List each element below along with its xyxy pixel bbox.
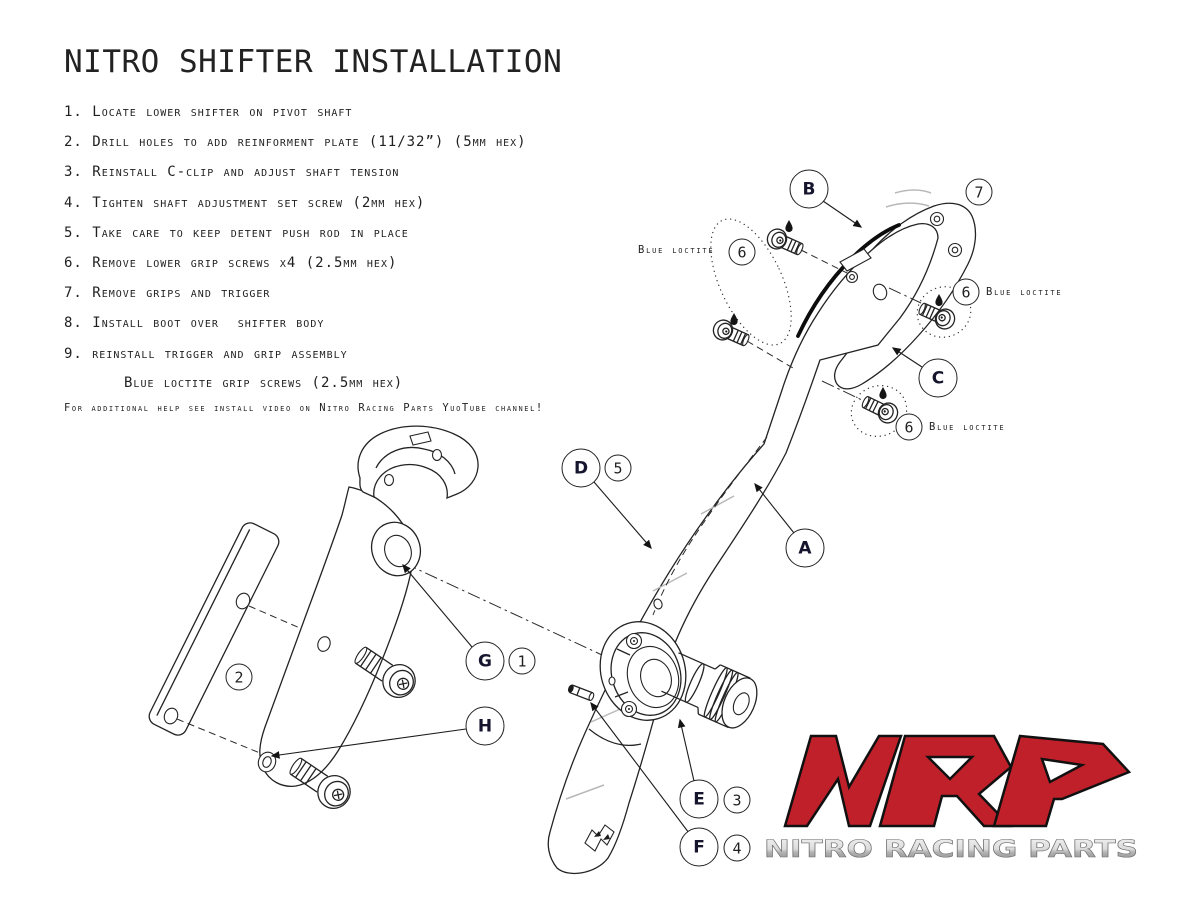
pivot-shaft-knob	[661, 652, 758, 729]
screw-centerlines	[821, 287, 922, 402]
logo-letter-n	[783, 734, 903, 828]
instruction-step: 4. Tighten shaft adjustment set screw (2…	[64, 194, 426, 211]
instruction-step: 2. Drill holes to add reinforment plate …	[64, 134, 527, 151]
instruction-step: 7. Remove grips and trigger	[64, 285, 271, 302]
logo-letter-r	[878, 734, 1013, 828]
callout-g: G	[465, 641, 505, 681]
callout-b: B	[789, 169, 829, 209]
nrp-logo: NITRO RACING PARTS	[764, 734, 1138, 863]
item-number-4: 4	[723, 834, 751, 862]
loctite-label: Blue loctite	[638, 244, 715, 256]
item-number-2: 2	[225, 663, 253, 691]
callout-e: E	[679, 779, 719, 819]
instruction-step: 8. Install boot over shifter body	[64, 315, 325, 332]
loctite-screw-group-outline	[710, 218, 792, 346]
instruction-step: 6. Remove lower grip screws x4 (2.5mm he…	[64, 254, 398, 271]
callout-leaders	[270, 200, 923, 834]
instruction-step: 1. Locate lower shifter on pivot shaft	[64, 104, 353, 120]
logo-wordmark: NITRO RACING PARTS	[764, 835, 1138, 863]
loctite-label: Blue loctite	[986, 286, 1063, 298]
instruction-substep: Blue loctite grip screws (2.5mm hex)	[124, 374, 404, 391]
item-number-5: 5	[604, 454, 632, 482]
callout-c: C	[918, 358, 958, 398]
instruction-step: 5. Take care to keep detent push rod in …	[64, 224, 409, 241]
item-number-6-b: 6	[952, 278, 980, 306]
instruction-step: 3. Reinstall C-clip and adjust shaft ten…	[64, 164, 400, 181]
main-shifter-assembly	[547, 189, 977, 875]
screw-alignment-dashes	[746, 249, 850, 369]
reinforcement-plate	[148, 522, 280, 736]
loctite-label: Blue loctite	[929, 421, 1006, 433]
mount-bracket	[357, 425, 479, 500]
item-number-6-a: 6	[728, 238, 756, 266]
item-number-6-c: 6	[895, 413, 923, 441]
callout-f: F	[679, 827, 719, 867]
instruction-step: 9. reinstall trigger and grip assembly	[64, 345, 348, 362]
instruction-list: 1. Locate lower shifter on pivot shaft 2…	[64, 97, 527, 398]
footer-note: For additional help see install video on…	[64, 402, 544, 414]
item-number-3: 3	[723, 786, 751, 814]
callout-d: D	[561, 448, 601, 488]
lower-shifter-assembly	[148, 425, 479, 816]
item-number-1: 1	[508, 647, 536, 675]
engraved-logo-mark	[584, 824, 615, 852]
item-number-7: 7	[965, 178, 993, 206]
loctite-screw	[763, 225, 807, 260]
page-title: NITRO SHIFTER INSTALLATION	[64, 44, 563, 80]
logo-letter-p	[992, 734, 1132, 828]
detent-push-rod	[568, 684, 595, 701]
callout-h: H	[465, 706, 505, 746]
callout-a: A	[785, 528, 825, 568]
loctite-screw-group-outline	[850, 384, 908, 438]
pivot-flange	[599, 621, 687, 721]
